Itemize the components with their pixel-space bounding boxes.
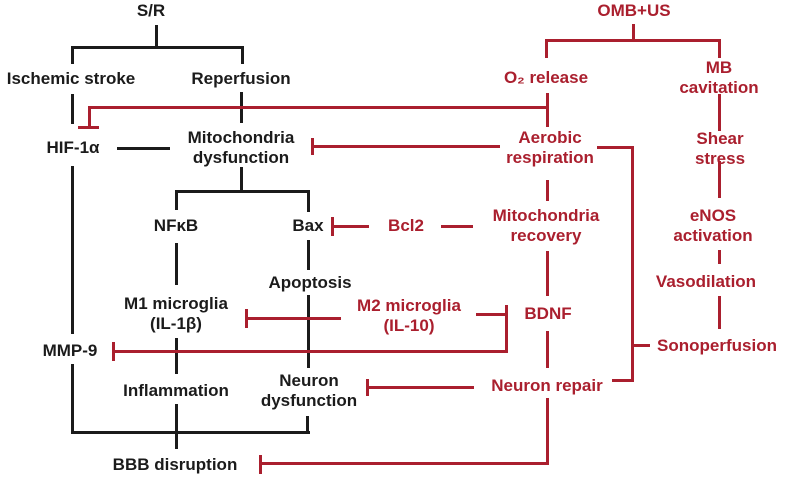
connector-m2-to-mmp9-horiz <box>114 350 507 353</box>
connector-nfkb-to-m1 <box>175 243 178 285</box>
connector-omb-branch <box>545 39 721 42</box>
connector-bracket-top-horiz <box>597 146 634 149</box>
node-aerobic-respiration: Aerobic respiration <box>506 128 594 167</box>
connector-sr-stem <box>155 25 158 48</box>
node-shear-stress: Shear stress <box>694 129 746 168</box>
connector-bcl2-mitorecovery-link <box>441 225 473 228</box>
connector-bcl2-to-bax <box>333 225 369 228</box>
connector-mmp9-to-rail <box>71 364 74 434</box>
node-bbb-disruption: BBB disruption <box>112 455 238 474</box>
node-nfkb: NFκB <box>153 216 199 235</box>
connector-m1-to-inflammation <box>175 338 178 374</box>
connector-neurondys-tbar <box>366 379 369 396</box>
connector-hif-to-mmp9 <box>71 166 74 334</box>
node-mito-recovery: Mitochondria recovery <box>492 206 600 245</box>
connector-bax-to-apoptosis <box>307 240 310 270</box>
connector-neuronrepair-to-bbb <box>261 462 549 465</box>
node-neuron-dysfunction: Neuron dysfunction <box>260 371 358 410</box>
node-bax: Bax <box>292 216 324 235</box>
node-sonoperfusion: Sonoperfusion <box>657 336 777 355</box>
connector-m2-to-m1 <box>247 317 341 320</box>
connector-o2-to-hif-vert <box>88 106 91 127</box>
connector-hif-mito-link <box>117 147 170 150</box>
node-bdnf: BDNF <box>524 304 572 323</box>
connector-mitorecovery-to-bdnf <box>546 251 549 296</box>
node-apoptosis: Apoptosis <box>268 273 352 292</box>
node-neuron-repair: Neuron repair <box>491 376 603 395</box>
connector-apoptosis-to-neurondys <box>307 295 310 368</box>
connector-inflammation-to-rail <box>175 404 178 434</box>
connector-sr-drop-right <box>241 46 244 64</box>
connector-mmp9-tbar <box>112 342 115 361</box>
connector-aerobic-to-mitorecovery <box>546 180 549 201</box>
connector-bottom-rail <box>71 431 310 434</box>
connector-bracket-sono-link <box>631 344 650 347</box>
node-mmp-9: MMP-9 <box>42 341 98 360</box>
connector-sr-drop-left <box>71 46 74 64</box>
connector-sr-branch <box>71 46 244 49</box>
connector-m1-tbar <box>245 309 248 328</box>
connector-omb-drop-mb <box>718 39 721 58</box>
connector-m2-corner-vert <box>505 305 508 353</box>
connector-neuronrepair-down <box>546 398 549 465</box>
connector-omb-drop-o2 <box>545 39 548 58</box>
node-reperfusion: Reperfusion <box>191 69 291 88</box>
node-vasodilation: Vasodilation <box>655 272 757 291</box>
connector-o2-to-aerobic <box>546 93 549 127</box>
node-o2-release: O₂ release <box>503 68 589 87</box>
connector-bbb-tbar <box>259 455 262 474</box>
node-mb-cavitation: MB cavitation <box>679 58 759 97</box>
connector-bracket-bottom-horiz <box>612 379 634 382</box>
node-hif-1a: HIF-1α <box>46 138 100 157</box>
connector-neuronrepair-to-neurondys <box>368 386 474 389</box>
node-bcl2: Bcl2 <box>388 216 424 235</box>
connector-omb-stem <box>632 24 635 41</box>
connector-bdnf-to-neuronrepair <box>546 331 549 368</box>
node-enos-activation: eNOS activation <box>673 206 753 245</box>
connector-vaso-to-sono <box>718 296 721 329</box>
connector-rail-to-bbb <box>175 431 178 449</box>
node-m2-microglia: M2 microglia (IL-10) <box>357 296 461 335</box>
connector-ischemic-to-hif <box>71 94 74 124</box>
node-m1-microglia: M1 microglia (IL-1β) <box>124 294 228 333</box>
node-ischemic-stroke: Ischemic stroke <box>6 69 136 88</box>
connector-bax-tbar <box>331 217 334 236</box>
node-inflammation: Inflammation <box>123 381 229 400</box>
connector-o2-to-hif-horiz <box>88 106 549 109</box>
node-sr: S/R <box>136 1 166 20</box>
connector-enos-to-vaso <box>718 250 721 264</box>
connector-mito-branch <box>175 190 310 193</box>
connector-mito-stem <box>240 167 243 192</box>
connector-branch-drop-bax <box>307 190 310 212</box>
node-omb-us: OMB+US <box>597 1 671 20</box>
node-mito-dysfunction: Mitochondria dysfunction <box>187 128 295 167</box>
connector-aerobic-inhibits-mito <box>311 145 500 148</box>
connector-branch-drop-nfkb <box>175 190 178 210</box>
connector-shear-to-enos <box>718 161 721 198</box>
connector-neurondys-to-rail <box>306 416 309 434</box>
connector-hif-tbar <box>78 126 99 129</box>
connector-bracket-vert <box>631 146 634 382</box>
connector-mb-to-shear <box>718 94 721 131</box>
connector-m2-right-link <box>476 313 507 316</box>
